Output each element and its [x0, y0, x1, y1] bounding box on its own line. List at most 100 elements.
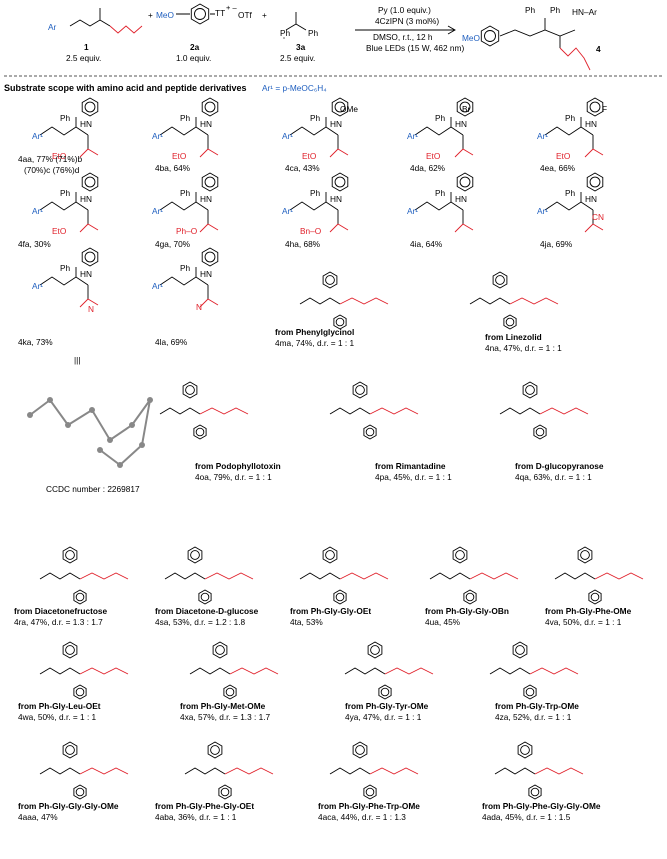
ph-label: Ph — [60, 188, 71, 198]
eto-label: EtO — [426, 151, 441, 161]
bond — [193, 424, 207, 440]
bond — [517, 741, 533, 759]
bond-red — [79, 298, 99, 308]
crystal-atom — [107, 437, 113, 443]
aromatic-ring — [535, 427, 545, 437]
bond-red — [229, 667, 279, 675]
bond-red — [509, 297, 559, 305]
scheme-cond-4: Blue LEDs (15 W, 462 nm) — [366, 43, 465, 53]
entry-source: from Ph-Gly-Leu-OEt — [18, 701, 101, 711]
aromatic-ring — [75, 787, 85, 797]
entry-caption: 4ya, 47%, d.r. = 1 : 1 — [345, 712, 422, 722]
ar1-label: Ar¹ — [32, 206, 44, 216]
bond — [494, 767, 536, 775]
entry-caption: 4la, 69% — [155, 337, 188, 347]
br-label: Br — [462, 104, 471, 114]
bond — [480, 25, 500, 47]
bond-red — [109, 25, 143, 34]
aromatic-ring — [325, 275, 335, 285]
bond — [212, 641, 228, 659]
aromatic-ring — [210, 745, 220, 755]
hn-label: HN — [200, 119, 212, 129]
bond — [363, 424, 377, 440]
entry-source: from D-glucopyranose — [515, 461, 604, 471]
entry-caption: 4ma, 74%, d.r. = 1 : 1 — [275, 338, 355, 348]
ph-label: Ph — [310, 113, 321, 123]
entry-caption: 4ua, 45% — [425, 617, 461, 627]
bond-red — [529, 667, 579, 675]
bond — [344, 667, 386, 675]
entry-caption: 4aba, 36%, d.r. = 1 : 1 — [155, 812, 237, 822]
bond — [289, 201, 339, 211]
bond-red — [454, 148, 474, 158]
bond — [523, 684, 537, 700]
ome-label: OMe — [340, 104, 358, 114]
aromatic-ring — [590, 592, 600, 602]
bond — [352, 741, 368, 759]
hn-label: HN — [330, 119, 342, 129]
bond — [544, 126, 594, 136]
hn-label: HN — [80, 119, 92, 129]
ph-label: Ph — [60, 263, 71, 273]
ccdc-number: CCDC number : 2269817 — [46, 484, 140, 494]
aromatic-ring — [365, 787, 375, 797]
ar1-label: Ar¹ — [152, 131, 164, 141]
aromatic-ring — [215, 645, 225, 655]
aromatic-ring — [194, 8, 206, 20]
bond-red — [199, 223, 219, 233]
bond — [62, 641, 78, 659]
bond — [331, 172, 349, 192]
bond — [159, 407, 201, 415]
aromatic-ring — [185, 385, 195, 395]
bond-red — [539, 407, 589, 415]
bond — [198, 589, 212, 605]
bond — [159, 201, 209, 211]
aromatic-ring — [365, 427, 375, 437]
ph-label: Ph — [435, 188, 446, 198]
bond — [322, 271, 338, 289]
bond-red — [339, 572, 389, 580]
entry-caption: 4xa, 57%, d.r. = 1.3 : 1.7 — [180, 712, 271, 722]
bond — [456, 97, 474, 117]
aromatic-ring — [525, 687, 535, 697]
bond — [223, 684, 237, 700]
entry-caption: 4aaa, 47% — [18, 812, 58, 822]
ph-label: Ph — [180, 263, 191, 273]
bond-red — [534, 767, 584, 775]
entry-caption: 4ha, 68% — [285, 239, 321, 249]
entry-source: from Ph-Gly-Phe-OMe — [545, 606, 632, 616]
bond — [528, 784, 542, 800]
bond — [62, 741, 78, 759]
crystal-atom — [27, 412, 33, 418]
entry-source: from Rimantadine — [375, 461, 446, 471]
ar1-label: Ar¹ — [152, 206, 164, 216]
bond — [580, 117, 594, 149]
scheme-r3-label: 3a — [296, 42, 306, 52]
n-label: N — [88, 304, 94, 314]
aromatic-ring — [84, 251, 96, 263]
hn-label: HN — [455, 119, 467, 129]
bond-red — [224, 767, 274, 775]
bond — [289, 126, 339, 136]
bond — [73, 589, 87, 605]
bond — [499, 18, 576, 48]
aromatic-ring — [380, 687, 390, 697]
aromatic-ring — [190, 550, 200, 560]
hn-label: HN — [330, 194, 342, 204]
bond — [331, 97, 349, 117]
crystal-link: ||| — [74, 355, 81, 365]
bond — [489, 667, 531, 675]
crystal-atom — [147, 397, 153, 403]
scheme-r3-equiv: 2.5 equiv. — [280, 53, 316, 63]
eto-label: EtO — [172, 151, 187, 161]
bond — [159, 276, 209, 286]
entry-source: from Ph-Gly-Tyr-OMe — [345, 701, 429, 711]
bond — [182, 381, 198, 399]
bond — [299, 297, 341, 305]
bond — [499, 407, 541, 415]
bond — [190, 3, 210, 25]
aromatic-ring — [225, 687, 235, 697]
scheme-r1-equiv: 2.5 equiv. — [66, 53, 102, 63]
bond — [503, 314, 517, 330]
